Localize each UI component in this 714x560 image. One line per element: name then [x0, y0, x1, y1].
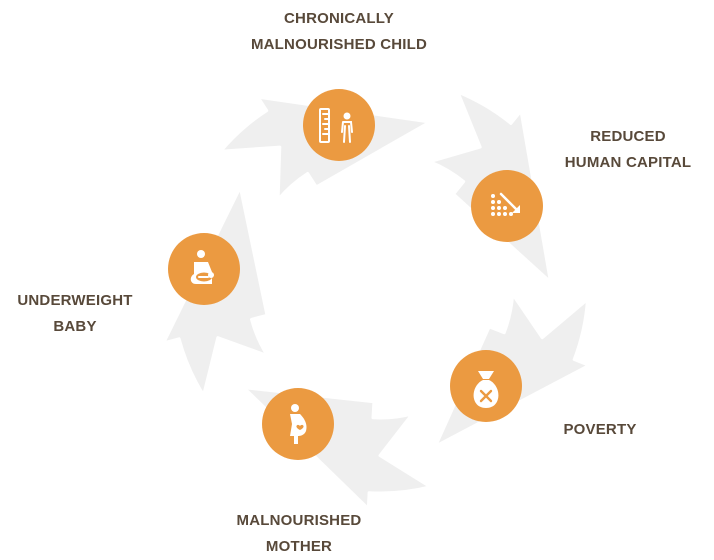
- stage-baby-label-line-2: BABY: [53, 318, 97, 335]
- stage-poverty-node: [450, 350, 522, 422]
- pregnant-woman-icon: [290, 404, 307, 444]
- stage-capital-label: REDUCED HUMAN CAPITAL: [548, 124, 708, 176]
- stage-baby-label-line-1: UNDERWEIGHT: [17, 292, 133, 309]
- cycle-arrows: [162, 90, 591, 511]
- parent-holding-baby-icon: [190, 250, 214, 284]
- stage-baby-node: [168, 233, 240, 305]
- declining-dots-chart-icon: [491, 192, 520, 216]
- stage-child-circle: [303, 89, 375, 161]
- stage-capital-label-line-1: REDUCED: [590, 128, 666, 145]
- stage-child-node: [303, 89, 375, 161]
- stage-poverty-label: POVERTY: [540, 417, 660, 443]
- stage-mother-label: MALNOURISHED MOTHER: [218, 508, 380, 560]
- stage-capital-label-line-2: HUMAN CAPITAL: [564, 154, 692, 171]
- stage-child-label-line-2: MALNOURISHED CHILD: [250, 36, 428, 53]
- stage-capital-circle: [471, 170, 543, 242]
- money-bag-x-icon: [473, 371, 499, 408]
- stage-baby-label: UNDERWEIGHT BABY: [0, 288, 150, 340]
- stage-mother-node: [262, 388, 334, 460]
- stage-mother-label-line-2: MOTHER: [265, 538, 333, 555]
- ruler-child-icon: [319, 108, 353, 143]
- stage-poverty-label-line-1: POVERTY: [563, 421, 637, 438]
- stage-capital-node: [471, 170, 543, 242]
- stage-mother-label-line-1: MALNOURISHED: [236, 512, 362, 529]
- stage-child-label: CHRONICALLY MALNOURISHED CHILD: [230, 6, 448, 58]
- stage-child-label-line-1: CHRONICALLY: [284, 10, 394, 27]
